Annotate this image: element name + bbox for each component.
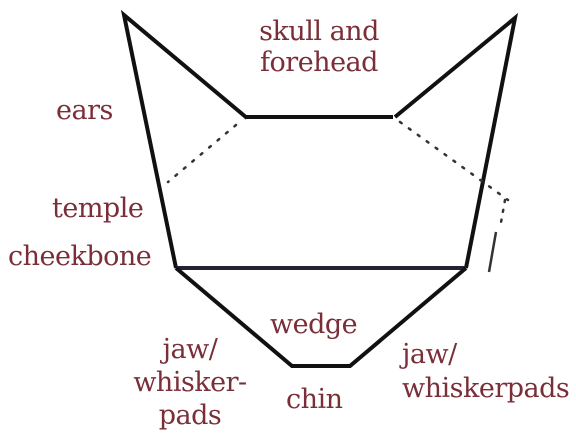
- jaw-right-label-line2: whiskerpads: [402, 372, 569, 406]
- skull-label: skull and forehead: [244, 16, 394, 78]
- left-ear-outline: [124, 15, 247, 268]
- temple-label: temple: [52, 194, 143, 224]
- left-temple-dotted-line: [168, 125, 236, 182]
- jaw-right-label: jaw/ whiskerpads: [402, 338, 569, 406]
- jaw-right-label-line1: jaw/: [402, 338, 569, 372]
- right-ear-outline: [395, 18, 515, 268]
- ears-label: ears: [56, 96, 113, 126]
- skull-label-line1: skull and: [244, 16, 394, 47]
- right-cheek-dotted-line: [500, 200, 505, 228]
- wedge-label: wedge: [270, 310, 357, 340]
- jaw-left-label: jaw/ whisker- pads: [120, 333, 260, 432]
- jaw-left-label-line3: pads: [120, 399, 260, 432]
- skull-label-line2: forehead: [244, 47, 394, 78]
- jaw-left-label-line2: whisker-: [120, 366, 260, 399]
- jaw-left-label-line1: jaw/: [120, 333, 260, 366]
- cheekbone-label: cheekbone: [8, 242, 151, 272]
- chin-label: chin: [286, 385, 343, 415]
- right-cheek-stroke: [489, 232, 496, 272]
